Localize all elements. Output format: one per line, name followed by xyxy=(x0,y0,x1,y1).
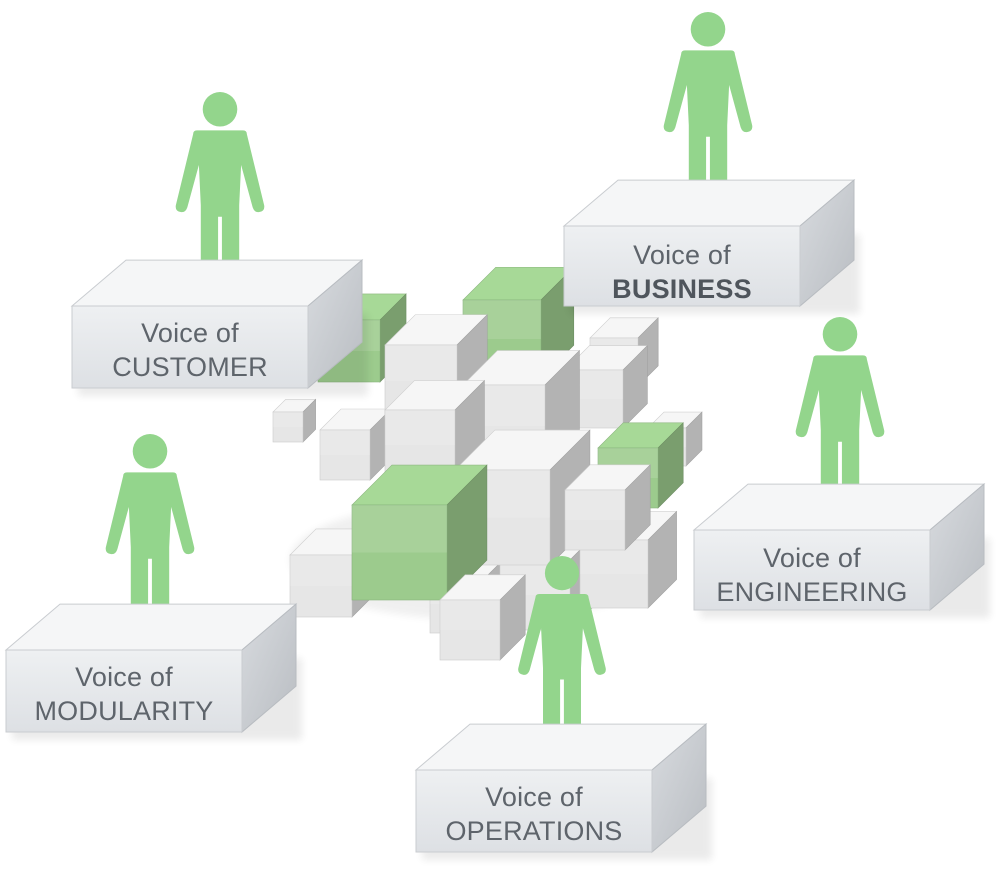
cube-icon-18 xyxy=(351,464,488,601)
label-engineering-line2: ENGINEERING xyxy=(716,577,908,607)
label-modularity-line1: Voice of xyxy=(75,662,173,692)
platform-operations xyxy=(414,723,712,860)
cube-icon-1 xyxy=(272,398,317,443)
cube-cluster xyxy=(272,266,703,661)
person-icon-engineering xyxy=(795,317,885,517)
cube-icon-2 xyxy=(319,408,392,481)
person-icon-operations xyxy=(518,556,606,754)
label-customer-line2: CUSTOMER xyxy=(112,352,268,382)
platform-business xyxy=(562,179,860,314)
label-voice-of-modularity: Voice of MODULARITY xyxy=(6,660,242,728)
label-voice-of-business: Voice of BUSINESS xyxy=(564,238,800,306)
label-operations-line2: OPERATIONS xyxy=(445,816,623,846)
label-voice-of-customer: Voice of CUSTOMER xyxy=(72,316,308,384)
person-icon-business xyxy=(663,12,753,212)
label-voice-of-engineering: Voice of ENGINEERING xyxy=(694,541,930,609)
person-icon-modularity xyxy=(105,434,195,634)
label-customer-line1: Voice of xyxy=(141,318,239,348)
person-icon-customer xyxy=(175,92,265,292)
label-voice-of-operations: Voice of OPERATIONS xyxy=(416,780,652,848)
label-modularity-line2: MODULARITY xyxy=(34,696,214,726)
platform-modularity xyxy=(4,603,302,740)
platforms xyxy=(4,12,990,860)
platform-engineering xyxy=(692,483,990,618)
label-engineering-line1: Voice of xyxy=(763,543,861,573)
label-business-line1: Voice of xyxy=(633,240,731,270)
cube-icon-17 xyxy=(564,464,651,551)
label-business-line2: BUSINESS xyxy=(612,274,752,304)
platform-customer xyxy=(70,259,368,396)
label-operations-line1: Voice of xyxy=(485,782,583,812)
cube-icon-19 xyxy=(439,574,526,661)
